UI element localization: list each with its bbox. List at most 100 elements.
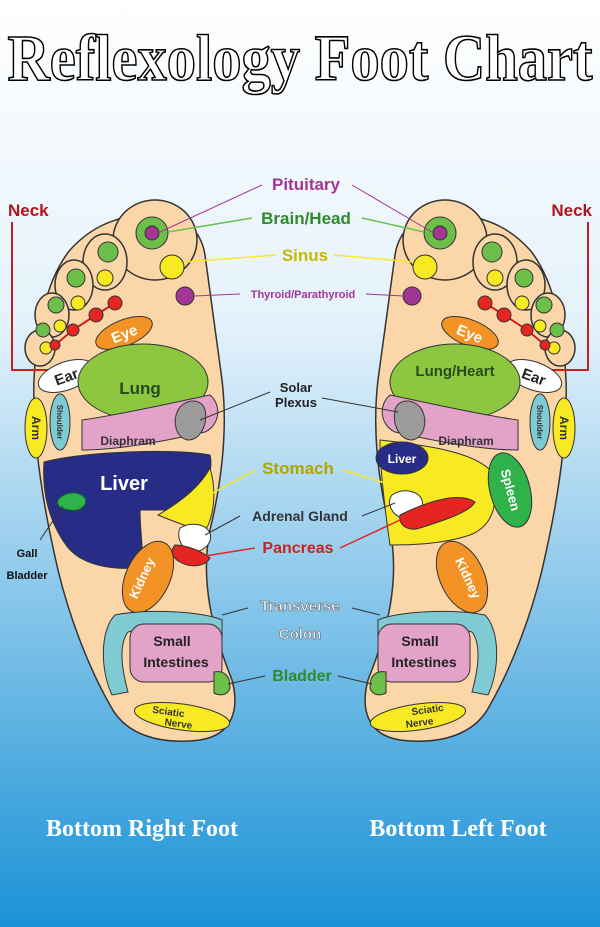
solar-leader-right: [199, 391, 271, 421]
right-thyroid-point: [175, 286, 195, 306]
left-sciatic-label-1: Sciatic: [411, 703, 445, 718]
left-small-intestines-zone: [377, 623, 471, 683]
left-liver-label: Liver: [388, 452, 417, 466]
sinus-leader-left: [333, 254, 414, 263]
solar-plexus-label-1: Solar: [280, 380, 313, 395]
stomach-label: Stomach: [262, 459, 334, 478]
left-shoulder-zone: [529, 393, 551, 451]
right-neck-dot-3: [66, 323, 80, 337]
right-kidney-zone: [121, 540, 175, 614]
left-neck-chain: [484, 302, 546, 346]
left-neck-dot-2: [496, 307, 512, 323]
left-solar-plexus-zone: [393, 400, 426, 441]
left-neck-dot-3: [520, 323, 534, 337]
colon-leader-left: [351, 607, 381, 616]
sinus-label: Sinus: [282, 246, 328, 265]
right-sciatic-label-1: Sciatic: [152, 705, 186, 720]
left-shoulder-label: Shoulder: [535, 405, 544, 440]
left-thyroid-point: [402, 286, 422, 306]
right-adrenal-zone: [178, 523, 212, 553]
right-neck-chain: [54, 302, 116, 346]
right-diaphram-label: Diaphram: [100, 434, 155, 448]
right-foot-caption: Bottom Right Foot: [46, 816, 238, 842]
right-lung-label: Lung: [119, 379, 161, 398]
colon-leader-right: [221, 607, 249, 616]
adrenal-label: Adrenal Gland: [252, 508, 348, 524]
thyroid-label: Thyroid/Parathyroid: [251, 289, 356, 301]
left-small-label-1: Small: [401, 633, 438, 649]
stomach-leader-right: [199, 469, 256, 501]
left-arm-zone: [552, 397, 576, 459]
brain-leader-right: [167, 217, 253, 233]
left-lung-heart-label: Lung/Heart: [415, 363, 494, 380]
bladder-label: Bladder: [272, 668, 332, 685]
right-neck-dot-4: [49, 339, 61, 351]
pituitary-leader-right: [159, 184, 263, 233]
left-toe5-brain: [549, 322, 565, 338]
center-labels: Pituitary Brain/Head Sinus Thyroid/Parat…: [251, 175, 356, 685]
left-toe4-sinus: [533, 319, 547, 333]
pituitary-label: Pituitary: [272, 175, 341, 194]
left-pituitary-point: [432, 225, 448, 241]
left-toe2-sinus: [486, 269, 504, 287]
pancreas-label: Pancreas: [262, 540, 333, 557]
left-neck-label: Neck: [551, 201, 592, 220]
bladder-leader-left: [337, 675, 373, 685]
pancreas-leader-right: [204, 547, 256, 557]
right-gall-label-2: Bladder: [7, 570, 49, 582]
right-liver-label: Liver: [100, 473, 148, 495]
right-arm-zone: [24, 397, 48, 459]
left-sciatic-zone: [369, 701, 467, 733]
left-bladder-zone: [369, 671, 387, 696]
left-small-label-2: Intestines: [391, 654, 457, 670]
right-small-label-1: Small: [153, 633, 190, 649]
left-neck-bracket: [545, 222, 589, 371]
solar-plexus-label-2: Plexus: [275, 395, 317, 410]
sinus-leader-right: [183, 254, 277, 263]
left-spleen-zone: [487, 452, 533, 528]
right-gall-leader: [39, 505, 64, 541]
transverse-label-2: Colon: [279, 626, 322, 643]
right-small-intestines-zone: [129, 623, 223, 683]
right-small-label-2: Intestines: [143, 654, 209, 670]
left-sciatic-label-2: Nerve: [405, 716, 434, 731]
right-gall-label-1: Gall: [17, 548, 38, 560]
left-pancreas-zone: [399, 497, 476, 530]
right-shoulder-label: Shoulder: [55, 405, 64, 440]
right-toe5-brain: [35, 322, 51, 338]
left-neck-dot-4: [539, 339, 551, 351]
bladder-leader-right: [227, 675, 266, 685]
right-stomach-zone: [156, 466, 215, 531]
left-toe4-brain: [535, 296, 553, 314]
right-sciatic-zone: [133, 701, 231, 733]
pancreas-leader-left: [339, 519, 401, 549]
right-toe4-brain: [47, 296, 65, 314]
left-sinus-point: [412, 254, 438, 280]
right-shoulder-zone: [49, 393, 71, 451]
left-liver-zone: [375, 441, 429, 475]
thyroid-leader-right: [193, 293, 241, 297]
stomach-leader-left: [341, 469, 393, 486]
right-arm-label: Arm: [29, 416, 43, 440]
thyroid-leader-left: [365, 293, 404, 297]
adrenal-leader-left: [361, 502, 396, 517]
left-toe2-brain: [481, 241, 503, 263]
right-gall-bladder-zone: [57, 492, 87, 511]
left-neck-dot-1: [477, 295, 493, 311]
right-sciatic-label-2: Nerve: [164, 717, 193, 732]
right-neck-label: Neck: [8, 201, 49, 220]
right-neck-dot-1: [107, 295, 123, 311]
left-foot-caption: Bottom Left Foot: [369, 816, 546, 842]
center-leaders: [159, 184, 433, 685]
pituitary-leader-left: [351, 184, 433, 233]
brain-leader-left: [361, 217, 425, 233]
left-foot: Neck Eye Ear Arm Shoulder Lung/Heart Dia…: [364, 199, 593, 742]
page-title: Reflexology Foot Chart: [8, 22, 593, 95]
right-liver-zone: [43, 451, 212, 569]
right-toe2-sinus: [96, 269, 114, 287]
left-diaphram-label: Diaphram: [438, 434, 493, 448]
left-arm-label: Arm: [557, 416, 571, 440]
right-toe4-sinus: [53, 319, 67, 333]
right-neck-dot-2: [88, 307, 104, 323]
